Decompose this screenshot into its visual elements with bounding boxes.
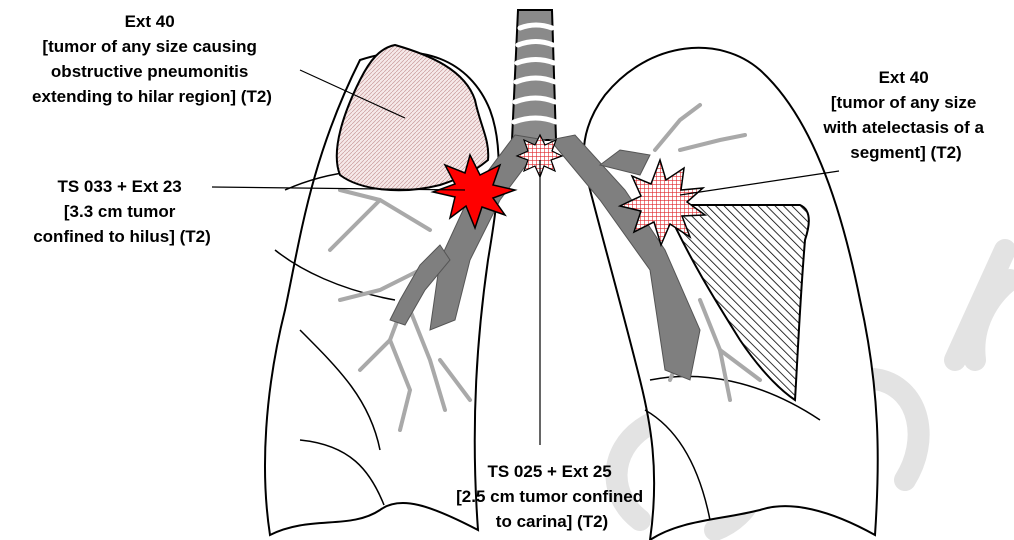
label-line: to carina] (T2) bbox=[496, 512, 608, 531]
label-line: [tumor of any size bbox=[831, 93, 976, 112]
label-line: TS 025 + Ext 25 bbox=[487, 462, 611, 481]
label-line: Ext 40 bbox=[879, 68, 929, 87]
label-line: with atelectasis of a bbox=[822, 118, 984, 137]
label-ext40-atelectasis: Ext 40 [tumor of any size with atelectas… bbox=[822, 68, 988, 162]
label-line: extending to hilar region] (T2) bbox=[32, 87, 272, 106]
label-ext40-pneumonitis: Ext 40 [tumor of any size causing obstru… bbox=[32, 12, 272, 106]
label-ts033-hilus: TS 033 + Ext 23 [3.3 cm tumor confined t… bbox=[33, 177, 211, 246]
label-line: Ext 40 bbox=[125, 12, 175, 31]
label-line: TS 033 + Ext 23 bbox=[57, 177, 181, 196]
label-line: segment] (T2) bbox=[850, 143, 961, 162]
label-line: [2.5 cm tumor confined bbox=[456, 487, 643, 506]
label-line: [tumor of any size causing bbox=[42, 37, 256, 56]
label-line: [3.3 cm tumor bbox=[64, 202, 176, 221]
label-line: obstructive pneumonitis bbox=[51, 62, 248, 81]
trachea bbox=[512, 10, 556, 140]
label-line: confined to hilus] (T2) bbox=[33, 227, 211, 246]
